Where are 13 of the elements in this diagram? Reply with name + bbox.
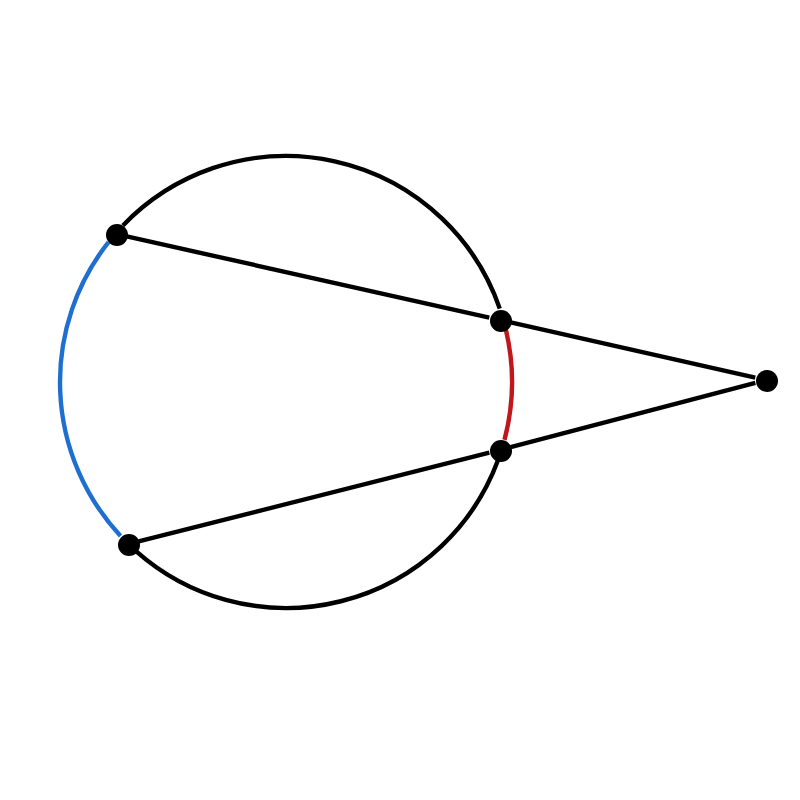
circle-arc: [502, 329, 515, 441]
line-segment: [138, 450, 490, 544]
line-segment: [126, 234, 490, 320]
point-dot: [489, 309, 511, 331]
point-dot: [105, 223, 127, 245]
point-dot: [755, 369, 777, 391]
circle-arc: [57, 240, 123, 538]
line-segment: [510, 320, 756, 380]
line-segment: [510, 380, 756, 450]
circle-arc: [121, 154, 502, 310]
point-dot: [117, 533, 139, 555]
point-dot: [489, 439, 511, 461]
circle-arc: [134, 459, 500, 610]
